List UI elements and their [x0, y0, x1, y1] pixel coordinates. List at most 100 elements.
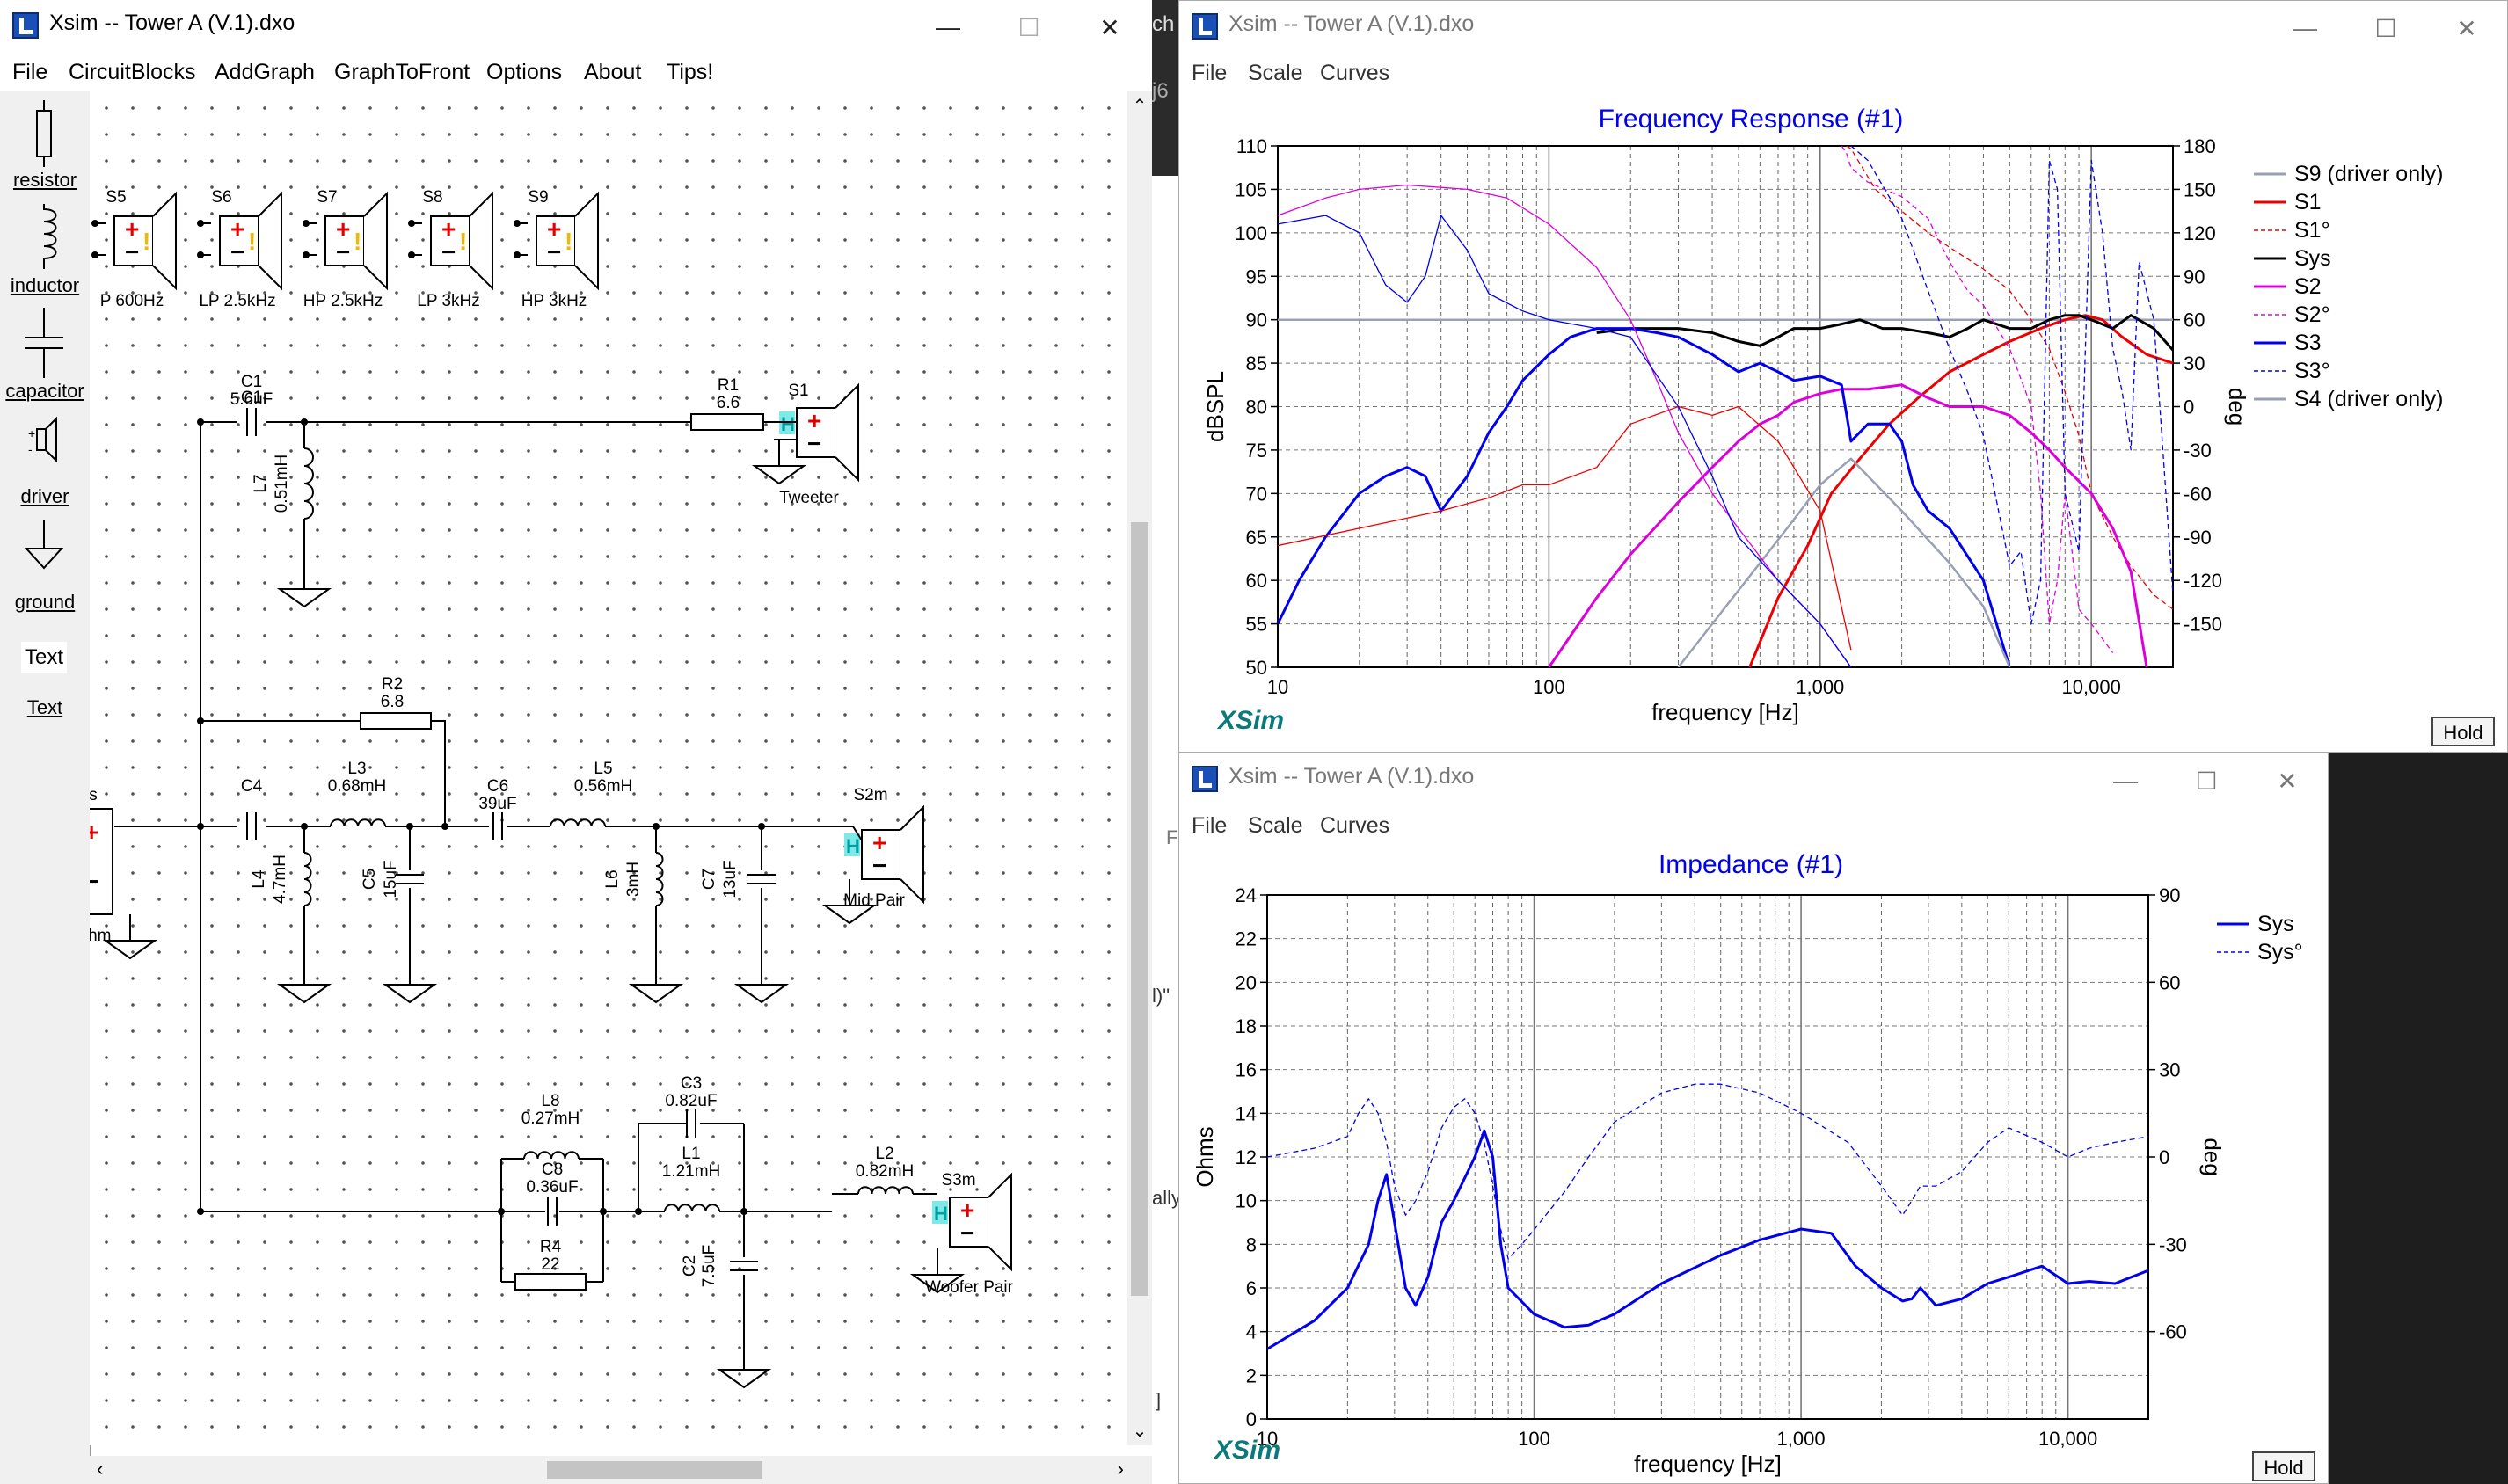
- warning-icon: !: [354, 228, 361, 255]
- y-tick-label: 20: [1236, 971, 1257, 993]
- series-line-sys: [1267, 1129, 2148, 1350]
- y-tick-label: 95: [1246, 266, 1267, 287]
- menu-circuitblocks[interactable]: CircuitBlocks: [69, 60, 196, 84]
- junction: [514, 220, 521, 227]
- y-tick-label: 75: [1246, 440, 1267, 462]
- tool-inductor[interactable]: inductor: [0, 197, 88, 301]
- junction: [514, 251, 521, 258]
- menu-curves[interactable]: Curves: [1320, 61, 1390, 85]
- close-icon: ✕: [2277, 767, 2298, 795]
- ground-icon: [276, 984, 332, 1004]
- driver-cone: [574, 191, 599, 291]
- background-app-strip: ch j6 F l)" ally ]: [1152, 0, 1178, 1484]
- scroll-thumb[interactable]: [547, 1461, 762, 1479]
- component-value: 0.82mH: [856, 1162, 915, 1181]
- component-name: L6: [603, 869, 622, 888]
- menu-about[interactable]: About: [584, 60, 642, 84]
- y-tick-label: 85: [1246, 353, 1267, 375]
- series-line-trace-9: [1278, 405, 1852, 651]
- maximize-button[interactable]: ☐: [988, 0, 1069, 55]
- component-value: 0.56mH: [574, 777, 633, 796]
- minimize-icon: —: [936, 13, 960, 40]
- driver-name: S3m: [941, 1171, 975, 1189]
- menu-curves[interactable]: Curves: [1320, 813, 1390, 838]
- y2-tick-label: 150: [2184, 178, 2216, 200]
- block-name: S5: [106, 188, 126, 207]
- tool-label: Text: [26, 696, 63, 718]
- scroll-right-arrow[interactable]: ›: [1117, 1458, 1124, 1480]
- minimize-button[interactable]: —: [2264, 1, 2345, 55]
- menu-file[interactable]: File: [12, 60, 48, 84]
- minimize-button[interactable]: —: [2085, 753, 2166, 808]
- series-line-s2: [1548, 383, 2148, 667]
- vertical-scrollbar[interactable]: ⌃ ⌄: [1127, 91, 1152, 1445]
- window-title: Xsim -- Tower A (V.1).dxo: [49, 11, 295, 35]
- x-tick-label: 100: [1518, 1428, 1550, 1450]
- menu-bar: File Scale Curves: [1179, 808, 2328, 845]
- warning-icon: !: [248, 228, 256, 255]
- window-title: Xsim -- Tower A (V.1).dxo: [1228, 764, 1475, 789]
- tool-text[interactable]: Text Text: [0, 619, 88, 723]
- menu-options[interactable]: Options: [486, 60, 563, 84]
- horizontal-scrollbar[interactable]: ‹ ›: [90, 1456, 1152, 1484]
- minus-sign: −: [547, 238, 561, 266]
- close-button[interactable]: ✕: [1069, 0, 1150, 55]
- impedance-window: Xsim -- Tower A (V.1).dxo — ☐ ✕ File Sca…: [1178, 753, 2329, 1484]
- background-text: ]: [1156, 1389, 1162, 1411]
- scroll-down-arrow[interactable]: ⌄: [1132, 1422, 1148, 1441]
- minimize-button[interactable]: —: [908, 0, 988, 55]
- y-tick-label: 110: [1236, 135, 1267, 157]
- source-label: s: [90, 786, 98, 804]
- minus-sign: −: [125, 238, 139, 266]
- close-button[interactable]: ✕: [2426, 1, 2507, 55]
- y-tick-label: 60: [1246, 570, 1267, 592]
- y2-tick-label: 60: [2159, 971, 2180, 993]
- minus-sign: −: [230, 238, 244, 266]
- series-line-s4-driver-only-: [1677, 457, 2011, 667]
- frequency-response-chart[interactable]: 50556065707580859095100105110-150-120-90…: [1179, 92, 2508, 753]
- tool-capacitor[interactable]: capacitor: [0, 302, 88, 406]
- plus-sign: +: [547, 215, 561, 243]
- hold-button[interactable]: Hold: [2252, 1451, 2315, 1481]
- component-value: 0.36uF: [526, 1178, 578, 1197]
- menu-graphtofront[interactable]: GraphToFront: [334, 60, 470, 84]
- menu-addgraph[interactable]: AddGraph: [215, 60, 315, 84]
- plus-sign: +: [872, 829, 886, 856]
- driver-box: [536, 215, 576, 266]
- component-name: L4: [250, 869, 268, 889]
- y-axis-label: dBSPL: [1202, 371, 1228, 442]
- tool-resistor[interactable]: resistor: [0, 91, 88, 195]
- component-value: 22: [541, 1255, 559, 1274]
- title-bar: Xsim -- Tower A (V.1).dxo — ☐ ✕: [1179, 1, 2507, 55]
- close-button[interactable]: ✕: [2247, 753, 2328, 808]
- legend-label: S2: [2294, 274, 2322, 299]
- menu-file[interactable]: File: [1192, 813, 1228, 838]
- tool-driver[interactable]: +- driver: [0, 408, 88, 512]
- maximize-button[interactable]: ☐: [2345, 1, 2426, 55]
- title-bar: Xsim -- Tower A (V.1).dxo — ☐ ✕: [1179, 753, 2328, 808]
- h-marker-label: H: [934, 1203, 948, 1225]
- menu-tips[interactable]: Tips!: [667, 60, 714, 84]
- menu-file[interactable]: File: [1192, 61, 1228, 85]
- y2-tick-label: 0: [2159, 1146, 2169, 1168]
- series-line-s3: [1278, 327, 2011, 667]
- component-name: C8: [542, 1160, 563, 1179]
- minus-sign: −: [336, 238, 350, 266]
- resistor: [690, 413, 764, 431]
- y-tick-label: 8: [1246, 1233, 1257, 1255]
- y-tick-label: 6: [1246, 1277, 1257, 1299]
- menu-scale[interactable]: Scale: [1248, 813, 1303, 838]
- scroll-up-arrow[interactable]: ⌃: [1132, 97, 1148, 116]
- component-name: L5: [594, 760, 612, 778]
- y2-tick-label: 30: [2184, 353, 2205, 375]
- block-caption: HP 3kHz: [521, 292, 587, 310]
- hold-button[interactable]: Hold: [2431, 717, 2495, 746]
- xsim-app-icon: [1192, 13, 1218, 40]
- scroll-thumb[interactable]: [1131, 522, 1148, 1296]
- scroll-left-arrow[interactable]: ‹: [97, 1458, 104, 1480]
- tool-ground[interactable]: ground: [0, 513, 88, 617]
- maximize-button[interactable]: ☐: [2166, 753, 2247, 808]
- menu-scale[interactable]: Scale: [1248, 61, 1303, 85]
